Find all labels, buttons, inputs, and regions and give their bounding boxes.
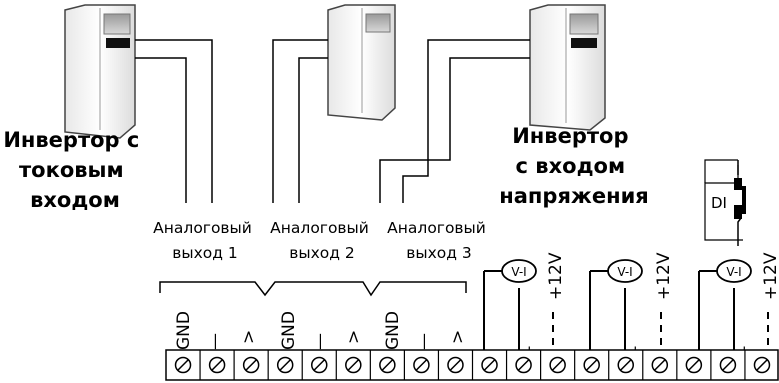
analog-terminal-labels: GND — > GND — > GND — > — [174, 311, 468, 350]
svg-text:>: > — [239, 330, 259, 344]
svg-text:+12V: +12V — [654, 252, 674, 300]
svg-text:GND: GND — [174, 311, 194, 350]
terminal-screw — [753, 356, 771, 374]
svg-text:+12V: +12V — [546, 252, 566, 300]
analog-output-1-label: Аналоговый выход 1 — [153, 219, 257, 262]
terminal-screw — [651, 356, 669, 374]
inverter-3 — [529, 4, 606, 131]
terminal-screw — [515, 356, 532, 374]
terminal-screw — [345, 356, 362, 374]
inverter-1 — [64, 4, 136, 139]
svg-text:GND: GND — [383, 311, 403, 350]
terminal-screw — [208, 356, 226, 374]
svg-text:+12V: +12V — [761, 252, 779, 300]
terminal-screw — [174, 356, 192, 374]
inverter-cables — [135, 39, 530, 203]
terminal-screw — [276, 356, 294, 374]
terminal-screw — [583, 356, 600, 374]
di-switch: DI — [704, 159, 746, 246]
analog-output-3-label: Аналоговый выход 3 — [387, 219, 491, 262]
svg-text:—: — — [414, 333, 434, 350]
svg-text:>: > — [448, 330, 468, 344]
svg-text:DI: DI — [711, 194, 727, 212]
inverter-2 — [327, 4, 396, 121]
svg-text:V-I: V-I — [617, 265, 632, 279]
current-inverter-caption: Инвертор с токовым входом — [3, 128, 146, 212]
svg-text:—: — — [205, 333, 225, 350]
terminal-screw — [379, 356, 396, 374]
terminal-screw — [719, 356, 737, 374]
analog-output-2-label: Аналоговый выход 2 — [270, 219, 374, 262]
terminal-screw — [685, 356, 703, 374]
svg-text:V-I: V-I — [726, 265, 741, 279]
svg-text:V-I: V-I — [511, 265, 526, 279]
svg-text:—: — — [310, 333, 330, 350]
svg-text:GND: GND — [279, 311, 299, 350]
analog-group-brackets — [159, 281, 467, 297]
svg-text:>: > — [344, 330, 364, 344]
terminal-screw — [242, 356, 260, 374]
terminal-screw — [413, 356, 430, 374]
terminal-screw — [617, 356, 634, 374]
terminal-screw — [447, 356, 464, 374]
terminal-screw — [311, 356, 328, 374]
terminal-screw — [481, 356, 498, 374]
terminal-screw — [549, 356, 566, 374]
voltage-inverter-caption: Инвертор с входом напряжения — [499, 124, 649, 208]
terminal-block — [165, 349, 779, 381]
